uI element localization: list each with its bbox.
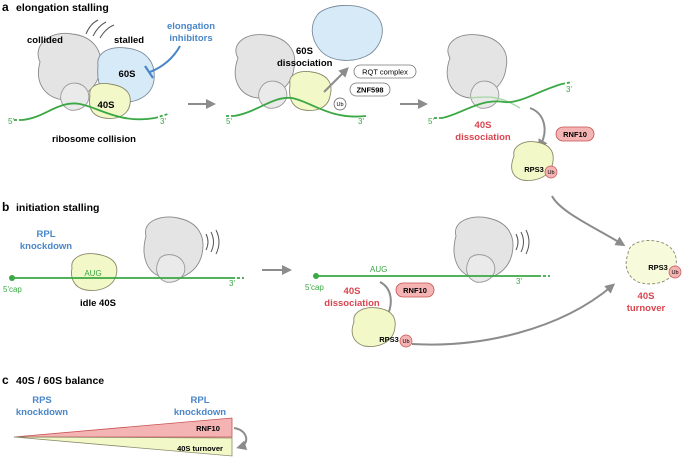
panel-b-title: initiation stalling [16,202,99,214]
60s-dissoc-label-1: 60S [296,46,313,57]
mrna-inside [469,96,521,109]
turnover-arrow-a [551,195,626,247]
five-prime-3: 5' [428,117,434,126]
cap-label-2: 5'cap [305,283,324,292]
40s-label: 40S [98,100,115,111]
motion-line [520,231,524,253]
rps3-label-b: RPS3 [379,335,399,344]
ub-mark-red [544,165,558,179]
ub-label: Ub [336,102,343,108]
idle-40s [71,253,118,291]
mrna-3 [441,83,563,119]
free-40s-gray-2 [466,254,496,283]
rqt-complex-label: RQT complex [362,68,408,77]
panel-c-title: 40S / 60S balance [16,375,104,387]
collision-label: ribosome collision [52,134,136,145]
dissociation-arrow [323,67,349,93]
aug-label: AUG [84,269,101,278]
panel-b-letter: b [2,200,9,214]
mrna [21,102,156,121]
rnf10-label: RNF10 [563,130,587,139]
collided-40s [60,82,90,111]
ub-mark-red-b [399,334,413,348]
ub-mark [333,97,347,111]
cap-dot [313,273,319,279]
stalled-label: stalled [114,35,144,46]
dissociated-60s [311,5,383,61]
inhibition-line [149,45,181,73]
three-prime-b: 3' [229,279,235,288]
panel-a-title: elongation stalling [16,2,109,14]
60s-dissoc-label-2: dissociation [277,58,333,69]
motion-line [99,24,115,39]
rnf10-wedge [13,417,233,438]
rnf10-c-label: RNF10 [196,424,220,433]
40s-dissoc-b-label-2: dissociation [324,298,380,309]
turnover-wedge [13,436,233,457]
motion-line [85,19,99,35]
rpl-knockdown-label-2: knockdown [20,241,72,252]
40s-subunit-rps3-b [351,307,396,347]
rqt-complex-badge [353,64,417,79]
rpl-knockdown-c-label-1: RPL [191,395,210,406]
three-prime-3: 3' [566,85,572,94]
znf598-label: ZNF598 [356,86,383,95]
ub-label-turnover: Ub [671,270,678,276]
rnf10-badge-b [395,282,435,298]
rps3-label: RPS3 [524,165,544,174]
aug-label-2: AUG [370,265,387,274]
three-prime-b2: 3' [516,277,522,286]
rpl-knockdown-c-label-2: knockdown [174,407,226,418]
motion-line [525,229,530,255]
znf598-badge [349,82,391,97]
rps3-label-turnover: RPS3 [648,263,668,272]
collided-label: collided [27,35,63,46]
collided-40s-3 [470,80,500,109]
40s-dissoc-label-1: 40S [475,120,492,131]
rnf10-label-b: RNF10 [403,286,427,295]
turnover-arrow-b [411,283,616,346]
turnover-label-1: 40S [638,291,655,302]
rps-knockdown-label-2: knockdown [16,407,68,418]
inhibitors-label-1: elongation [167,21,215,32]
ub-label: Ub [547,170,554,176]
ub-mark-turnover [668,265,682,279]
mrna-dash [154,113,169,119]
inhibitors-label-2: inhibitors [169,33,212,44]
ub-label-b: Ub [402,339,409,345]
five-prime: 5' [8,117,14,126]
five-prime-2: 5' [226,117,232,126]
rnf10-badge [555,126,595,142]
motion-line [515,233,519,251]
cap-dot [9,275,15,281]
rps-knockdown-label-1: RPS [32,395,52,406]
40s-turnover-c-label: 40S turnover [177,444,223,453]
inhibition-bar [144,65,154,79]
motion-line [92,21,107,37]
40s-dissociation-arrow [529,107,548,150]
panel-c-letter: c [2,373,9,387]
idle-40s-label: idle 40S [80,298,116,309]
three-prime: 3' [160,117,166,126]
motion-line [205,233,209,251]
mrna-dash [561,81,573,85]
collided-ribosome-2 [234,34,296,99]
panel-a-letter: a [2,0,9,14]
turnover-label-2: turnover [627,303,666,314]
collided-ribosome-3 [446,34,508,99]
feedback-arrow [233,427,248,451]
three-prime-2: 3' [358,117,364,126]
40s-dissoc-b-label-1: 40S [344,286,361,297]
collided-40s-2 [258,80,288,109]
motion-line [215,229,220,255]
cap-label: 5'cap [3,285,22,294]
60s-label: 60S [119,69,136,80]
motion-line [210,231,214,253]
mrna-2 [233,97,367,118]
40s-dissoc-label-2: dissociation [455,132,511,143]
rpl-knockdown-label-1: RPL [37,229,56,240]
